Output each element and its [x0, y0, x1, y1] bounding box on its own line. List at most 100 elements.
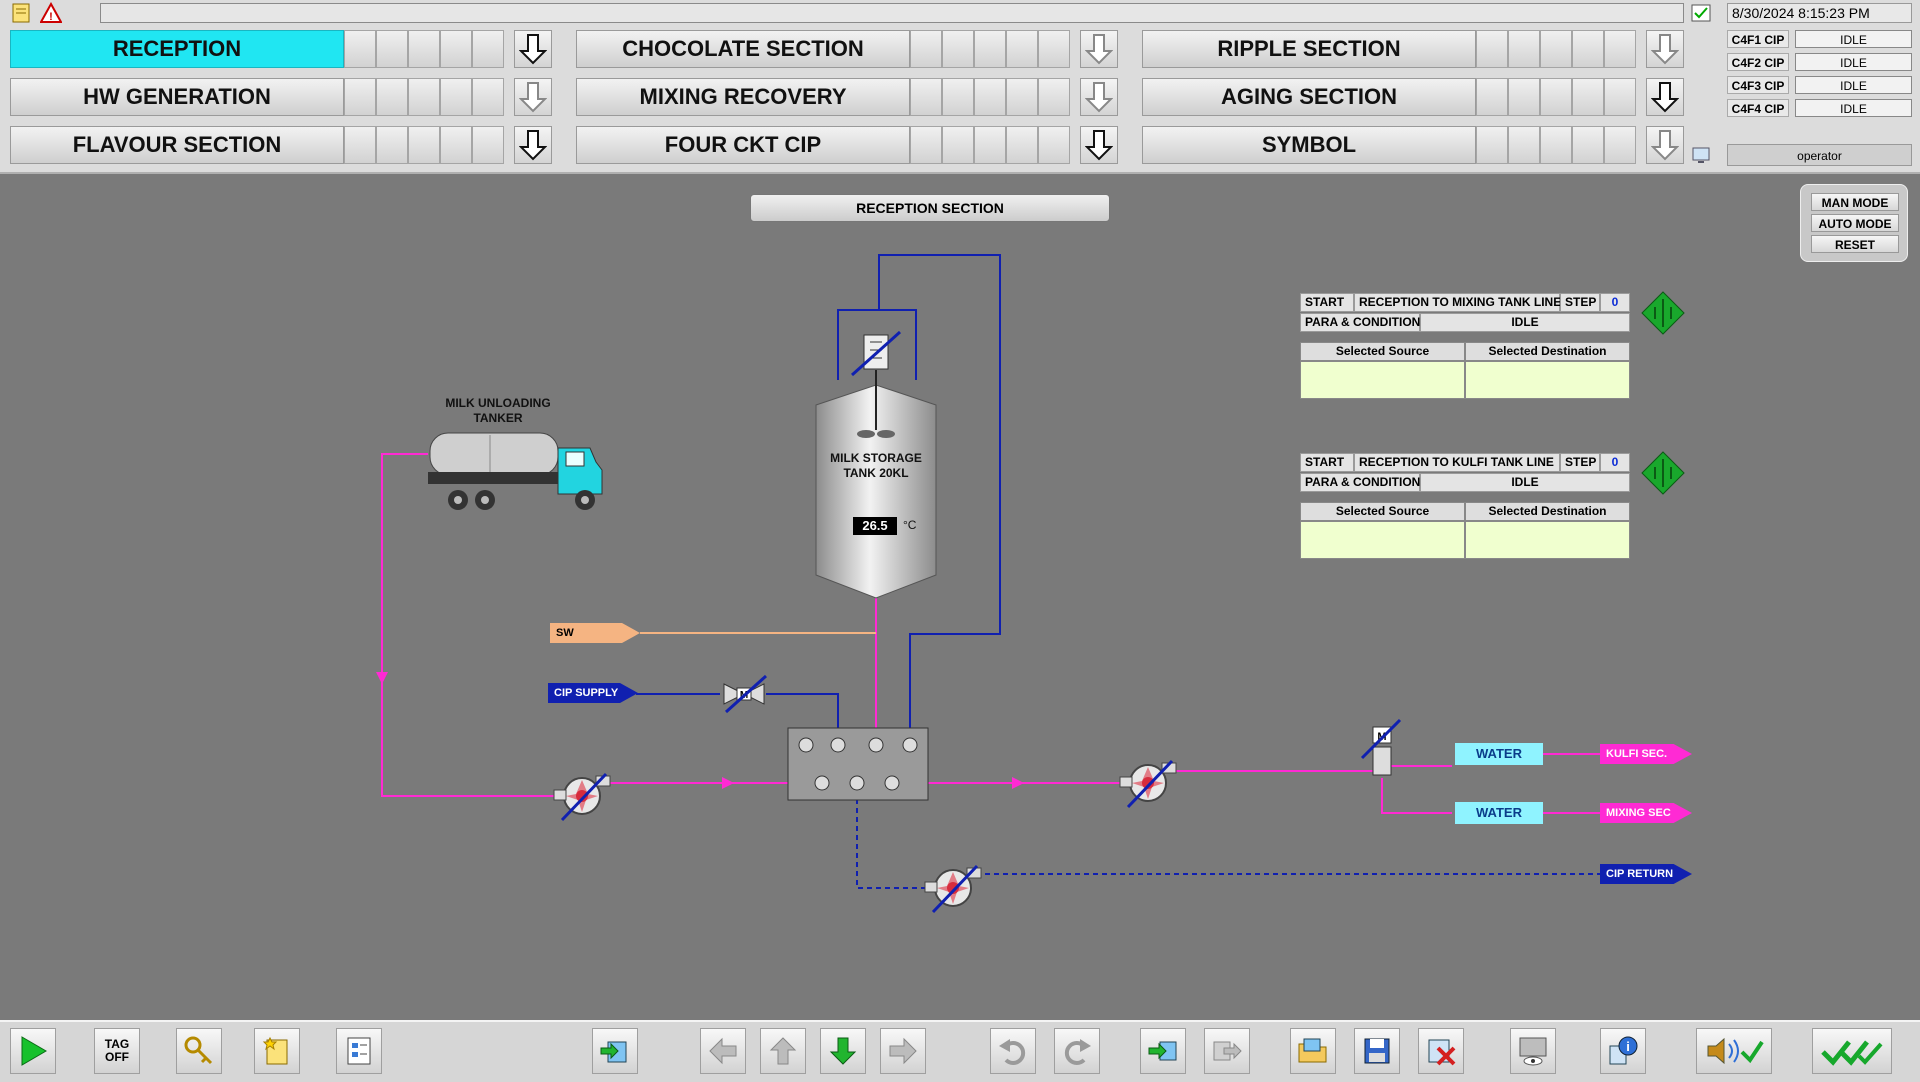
cip-supply-tag[interactable]: CIP SUPPLY	[548, 683, 638, 703]
down-arrow-button[interactable]	[514, 126, 552, 164]
down-arrow-button[interactable]	[1646, 30, 1684, 68]
nav-slot	[974, 126, 1006, 164]
agitator-motor-icon[interactable]	[850, 330, 902, 377]
milk-storage-tank[interactable]	[815, 370, 937, 599]
acknowledge-all-button[interactable]	[1812, 1028, 1892, 1074]
double-check-icon	[1821, 1040, 1883, 1066]
para-condition-button[interactable]: PARA & CONDITION	[1300, 473, 1420, 492]
left-arrow-icon	[709, 1037, 737, 1065]
route-diamond-icon[interactable]	[1641, 291, 1685, 335]
nav-slot	[408, 78, 440, 116]
nav-slot	[942, 30, 974, 68]
nav-right-button[interactable]	[880, 1028, 926, 1074]
nav-ripple-section[interactable]: RIPPLE SECTION	[1142, 30, 1476, 68]
route-diamond-icon[interactable]	[1641, 451, 1685, 495]
logout-icon	[1213, 1041, 1242, 1061]
report-button[interactable]	[336, 1028, 382, 1074]
nav-slot	[1038, 126, 1070, 164]
alarm-icon[interactable]: !	[40, 2, 62, 24]
open-file-button[interactable]	[1290, 1028, 1336, 1074]
nav-up-button[interactable]	[760, 1028, 806, 1074]
tank-label-1: MILK STORAGE	[830, 451, 922, 465]
nav-symbol[interactable]: SYMBOL	[1142, 126, 1476, 164]
nav-slot	[1006, 30, 1038, 68]
selected-destination-field[interactable]	[1465, 361, 1630, 399]
cip-status: IDLE	[1795, 30, 1912, 48]
kulfi-sec-tag[interactable]: KULFI SEC.	[1600, 744, 1692, 764]
reset-button[interactable]: RESET	[1811, 235, 1899, 253]
step-value: 0	[1600, 453, 1630, 472]
tanker-label-1: MILK UNLOADING	[445, 396, 551, 410]
nav-flavour-section[interactable]: FLAVOUR SECTION	[10, 126, 344, 164]
delete-button[interactable]	[1418, 1028, 1464, 1074]
start-button[interactable]: START	[1300, 293, 1354, 312]
view-screen-button[interactable]	[1510, 1028, 1556, 1074]
para-condition-button[interactable]: PARA & CONDITION	[1300, 313, 1420, 332]
down-arrow-button[interactable]	[1080, 126, 1118, 164]
key-icon	[184, 1036, 213, 1065]
nav-slot	[910, 78, 942, 116]
auto-mode-button[interactable]: AUTO MODE	[1811, 214, 1899, 232]
nav-hw-generation[interactable]: HW GENERATION	[10, 78, 344, 116]
undo-button[interactable]	[990, 1028, 1036, 1074]
nav-chocolate-section[interactable]: CHOCOLATE SECTION	[576, 30, 910, 68]
save-icon	[1364, 1038, 1390, 1064]
cip-supply-valve-icon[interactable]: M	[723, 674, 768, 714]
step-label: STEP	[1560, 453, 1600, 472]
flow-arrows	[376, 672, 1024, 789]
down-arrow-button[interactable]	[1646, 126, 1684, 164]
down-arrow-button[interactable]	[514, 78, 552, 116]
pump-2-icon[interactable]	[1119, 759, 1177, 809]
play-icon	[21, 1036, 47, 1066]
info-button[interactable]: i	[1600, 1028, 1646, 1074]
redo-button[interactable]	[1054, 1028, 1100, 1074]
down-arrow-icon	[1651, 82, 1679, 113]
pump-3-icon[interactable]	[924, 864, 982, 914]
down-arrow-button[interactable]	[1080, 78, 1118, 116]
man-mode-button[interactable]: MAN MODE	[1811, 193, 1899, 211]
nav-slot	[1476, 30, 1508, 68]
cip-label: C4F3 CIP	[1727, 76, 1789, 94]
tanker-label-2: TANKER	[473, 411, 523, 425]
down-arrow-icon	[829, 1037, 857, 1065]
keys-button[interactable]	[176, 1028, 222, 1074]
nav-mixing-recovery[interactable]: MIXING RECOVERY	[576, 78, 910, 116]
selected-destination-header: Selected Destination	[1465, 342, 1630, 361]
selected-source-field[interactable]	[1300, 521, 1465, 559]
save-button[interactable]	[1354, 1028, 1400, 1074]
screen-icon[interactable]	[1690, 144, 1712, 166]
selected-source-field[interactable]	[1300, 361, 1465, 399]
nav-slot	[1038, 30, 1070, 68]
down-arrow-icon	[1085, 82, 1113, 113]
logout-button[interactable]	[1204, 1028, 1250, 1074]
nav-down-button[interactable]	[820, 1028, 866, 1074]
import-button[interactable]	[592, 1028, 638, 1074]
step-label: STEP	[1560, 293, 1600, 312]
nav-reception[interactable]: RECEPTION	[10, 30, 344, 68]
cip-return-tag[interactable]: CIP RETURN	[1600, 864, 1692, 884]
start-button[interactable]: START	[1300, 453, 1354, 472]
down-arrow-button[interactable]	[514, 30, 552, 68]
down-arrow-button[interactable]	[1080, 30, 1118, 68]
down-arrow-button[interactable]	[1646, 78, 1684, 116]
login-button[interactable]	[1140, 1028, 1186, 1074]
sound-ack-button[interactable]	[1696, 1028, 1772, 1074]
nav-slot	[1604, 30, 1636, 68]
nav-four-ckt-cip[interactable]: FOUR CKT CIP	[576, 126, 910, 164]
divert-valve-icon[interactable]: M	[1360, 718, 1402, 776]
valve-manifold[interactable]	[787, 727, 929, 801]
notepad-icon[interactable]	[10, 2, 32, 24]
selected-destination-field[interactable]	[1465, 521, 1630, 559]
title-field	[100, 3, 1684, 23]
new-document-button[interactable]	[254, 1028, 300, 1074]
pump-1-icon[interactable]	[553, 772, 611, 822]
nav-left-button[interactable]	[700, 1028, 746, 1074]
nav-slot	[344, 126, 376, 164]
mixing-sec-tag[interactable]: MIXING SEC	[1600, 803, 1692, 823]
nav-aging-section[interactable]: AGING SECTION	[1142, 78, 1476, 116]
import-icon	[600, 1041, 627, 1063]
checklist-icon[interactable]	[1690, 2, 1712, 24]
run-button[interactable]	[10, 1028, 56, 1074]
sw-tag[interactable]: SW	[550, 623, 640, 643]
